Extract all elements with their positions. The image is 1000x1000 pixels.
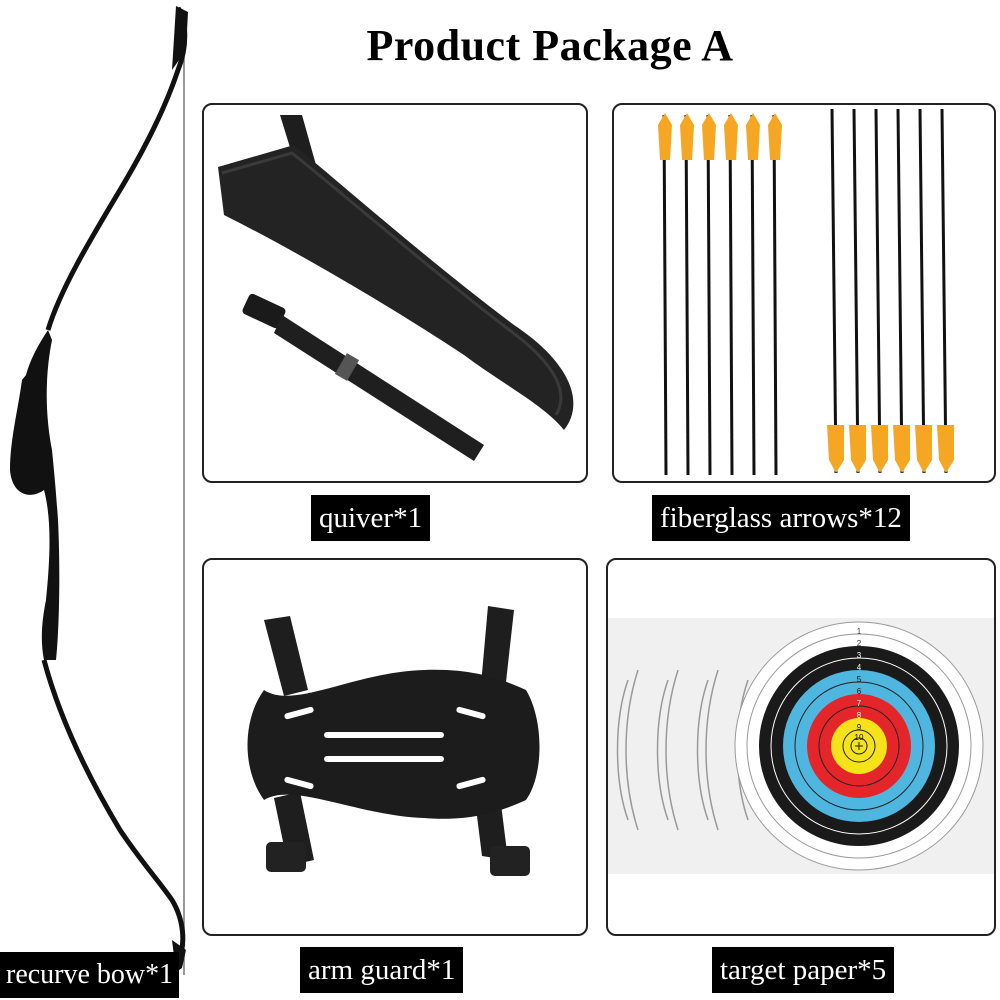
ring-number-1: 1 — [857, 627, 862, 636]
recurve-bow-image — [10, 6, 188, 975]
target-label: target paper*5 — [712, 947, 895, 993]
arm-guard-icon — [247, 606, 540, 876]
armguard-panel — [202, 558, 588, 936]
recurve-bow-label: recurve bow*1 — [0, 952, 180, 998]
arrows-icon — [658, 108, 954, 476]
ring-number-5: 5 — [857, 675, 862, 684]
arrows-label: fiberglass arrows*12 — [652, 495, 910, 541]
target-panel: 1 2 3 4 5 6 7 8 9 10 — [606, 558, 996, 936]
ring-number-2: 2 — [857, 639, 862, 648]
quiver-panel — [202, 103, 588, 483]
arrows-panel — [612, 103, 996, 483]
ring-number-6: 6 — [857, 687, 862, 696]
quiver-icon — [218, 115, 574, 461]
ring-number-8: 8 — [857, 711, 862, 720]
target-ring-numbers: 1 2 3 4 5 6 7 8 9 10 — [855, 627, 864, 742]
page-title: Product Package A — [366, 21, 734, 70]
target-paper-icon: 1 2 3 4 5 6 7 8 9 10 — [608, 618, 994, 874]
ring-number-3: 3 — [857, 651, 862, 660]
armguard-label: arm guard*1 — [300, 947, 464, 993]
target-face — [734, 621, 984, 871]
ring-number-9: 9 — [857, 723, 862, 732]
ring-number-10: 10 — [855, 733, 864, 742]
ring-number-7: 7 — [857, 699, 862, 708]
ring-number-4: 4 — [857, 663, 862, 672]
quiver-label: quiver*1 — [311, 495, 431, 541]
